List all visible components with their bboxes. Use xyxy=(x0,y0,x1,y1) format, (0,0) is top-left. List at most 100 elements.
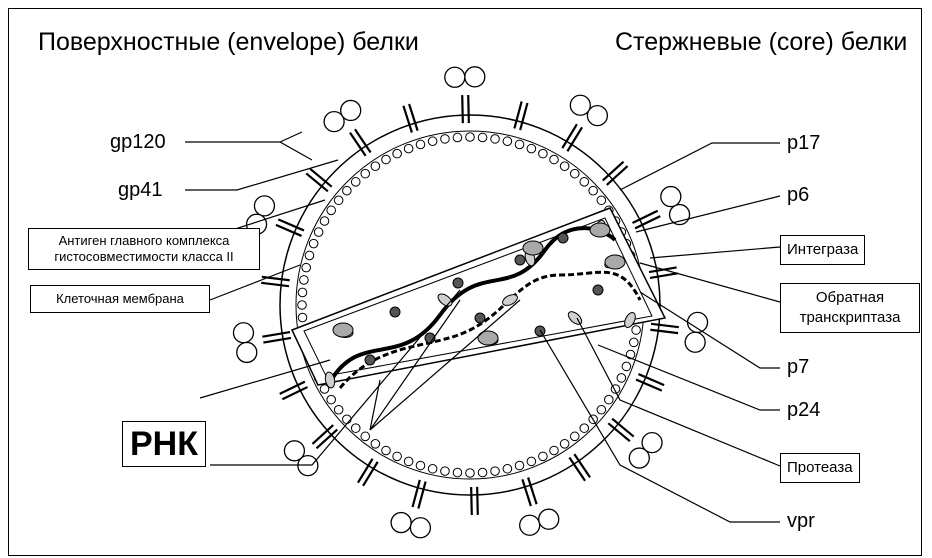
matrix-bead xyxy=(550,155,559,164)
matrix-bead xyxy=(466,469,475,478)
gp41-stalk xyxy=(477,487,478,515)
matrix-bead xyxy=(416,461,425,470)
gp120-knob xyxy=(465,67,485,87)
envelope-spike xyxy=(391,480,430,538)
label-p17: p17 xyxy=(787,133,820,153)
matrix-bead xyxy=(428,464,437,473)
matrix-bead xyxy=(560,162,569,171)
matrix-bead xyxy=(351,178,360,187)
matrix-bead xyxy=(503,137,512,146)
integrase-particle xyxy=(605,255,625,269)
matrix-bead xyxy=(539,149,548,158)
label-p6: p6 xyxy=(787,185,809,205)
gp120-knob xyxy=(237,342,257,362)
gp120-knob xyxy=(233,323,253,343)
core-particle xyxy=(593,285,603,295)
gp41-stalk xyxy=(567,127,582,151)
matrix-bead xyxy=(343,415,352,424)
envelope-spike xyxy=(514,101,527,130)
leader-membrane xyxy=(210,265,300,300)
gp120-knob xyxy=(539,509,559,529)
matrix-bead xyxy=(453,133,462,142)
gp120-knob xyxy=(410,518,430,538)
core-particle xyxy=(365,355,375,365)
gp120-knob xyxy=(391,513,411,533)
gp41-stalk xyxy=(650,273,678,278)
gp41-stalk xyxy=(261,283,289,286)
matrix-bead xyxy=(441,135,450,144)
matrix-bead xyxy=(334,405,343,414)
gp41-stalk xyxy=(462,95,463,123)
matrix-bead xyxy=(305,251,314,260)
matrix-bead xyxy=(515,461,524,470)
matrix-bead xyxy=(527,144,536,153)
matrix-bead xyxy=(515,140,524,149)
matrix-bead xyxy=(371,440,380,449)
leader-p17 xyxy=(620,143,780,190)
leader-rt xyxy=(640,263,780,302)
gp120-knob xyxy=(254,196,274,216)
gp41-stalk xyxy=(358,459,373,483)
label-rna-box: РНК xyxy=(122,421,206,467)
label-p24: p24 xyxy=(787,400,820,420)
matrix-bead xyxy=(320,217,329,226)
gp41-stalk xyxy=(468,95,469,123)
envelope-spike xyxy=(471,487,478,515)
envelope-spike xyxy=(306,169,331,191)
matrix-bead xyxy=(466,133,475,142)
core-particle xyxy=(453,278,463,288)
matrix-bead xyxy=(393,149,402,158)
gp120-knob xyxy=(520,515,540,535)
matrix-bead xyxy=(361,169,370,178)
matrix-bead xyxy=(404,457,413,466)
leader-gp120 xyxy=(185,132,312,160)
label-p7: p7 xyxy=(787,357,809,377)
gp120-knob xyxy=(661,187,681,207)
matrix-bead xyxy=(382,155,391,164)
gp120-knob xyxy=(685,332,705,352)
label-mhc-box: Антиген главного комплекса гистосовмести… xyxy=(28,228,260,270)
matrix-bead xyxy=(441,467,450,476)
matrix-bead xyxy=(622,362,631,371)
matrix-bead xyxy=(503,464,512,473)
label-mhc-line1: Антиген главного комплекса xyxy=(35,233,253,249)
matrix-bead xyxy=(560,440,569,449)
label-mhc-line2: гистосовместимости класса II xyxy=(35,249,253,265)
label-gp120: gp120 xyxy=(110,132,166,152)
gp41-stalk xyxy=(471,487,472,515)
core-proteins-heading: Стержневые (core) белки xyxy=(615,30,907,55)
matrix-bead xyxy=(597,405,606,414)
gp41-stalk xyxy=(262,332,290,337)
matrix-bead xyxy=(539,452,548,461)
matrix-bead xyxy=(298,301,307,310)
gp120-knob xyxy=(570,95,590,115)
matrix-bead xyxy=(491,135,500,144)
envelope-spike xyxy=(403,104,417,133)
leader-integrase xyxy=(650,247,780,258)
matrix-bead xyxy=(327,395,336,404)
leader-vpr xyxy=(540,330,780,522)
label-integrase-box: Интеграза xyxy=(780,235,865,265)
integrase-particle xyxy=(333,323,353,337)
label-membrane-box: Клеточная мембрана xyxy=(30,285,210,313)
matrix-bead xyxy=(298,288,307,297)
gp41-stalk xyxy=(603,162,624,181)
matrix-bead xyxy=(453,468,462,477)
matrix-bead xyxy=(371,162,380,171)
label-gp41: gp41 xyxy=(118,180,163,200)
matrix-bead xyxy=(300,276,309,285)
core-particle xyxy=(558,233,568,243)
gp120-knob xyxy=(445,67,465,87)
matrix-bead xyxy=(491,467,500,476)
core-particle xyxy=(515,255,525,265)
envelope-spike xyxy=(569,454,590,481)
label-rt-line1: Обратная xyxy=(787,288,913,308)
matrix-bead xyxy=(589,186,598,195)
matrix-bead xyxy=(597,196,606,205)
gp120-knob xyxy=(688,312,708,332)
matrix-bead xyxy=(314,228,323,237)
label-vpr: vpr xyxy=(787,511,815,531)
matrix-bead xyxy=(393,452,402,461)
core-particle xyxy=(475,313,485,323)
envelope-spike xyxy=(358,459,378,486)
